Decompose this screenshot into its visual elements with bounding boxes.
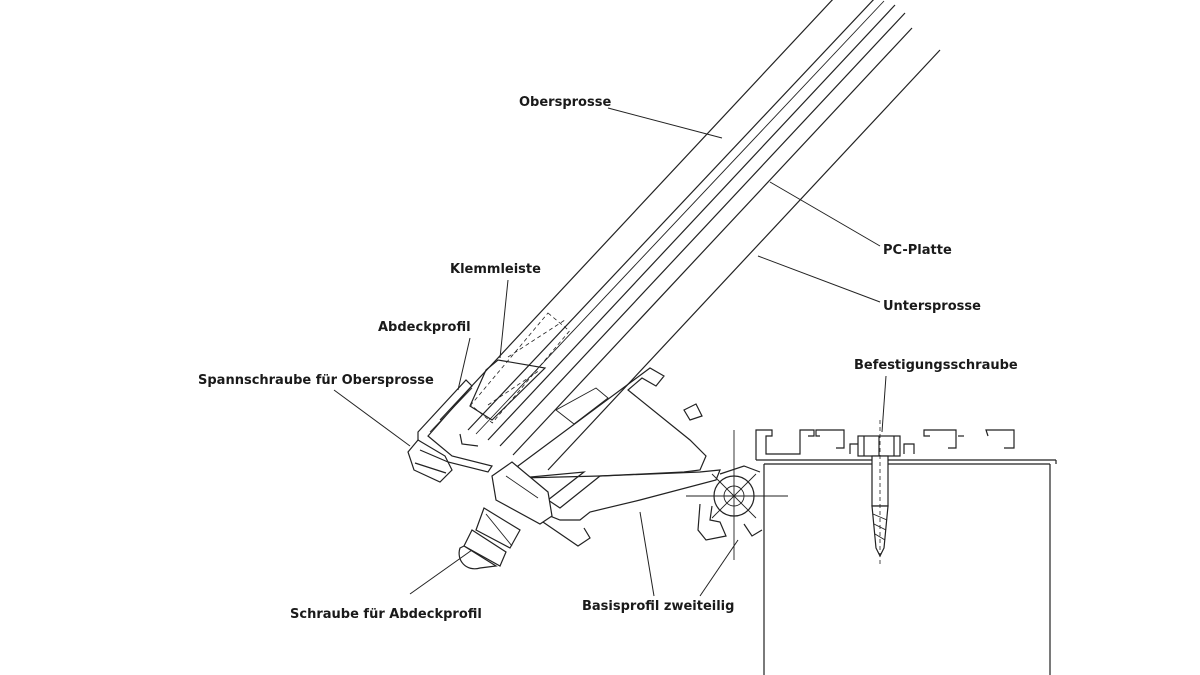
label-schraube-abdeckprofil: Schraube für Abdeckprofil xyxy=(290,607,482,622)
pc-platte-bars xyxy=(487,4,906,447)
befestigungsschraube-part xyxy=(857,420,901,564)
label-abdeckprofil: Abdeckprofil xyxy=(378,320,471,335)
labels: Obersprosse PC-Platte Untersprosse Befes… xyxy=(198,95,1018,622)
label-klemmleiste: Klemmleiste xyxy=(450,262,541,277)
obersprosse-bars xyxy=(439,0,885,435)
label-pc-platte: PC-Platte xyxy=(883,243,952,258)
untersprosse-bars xyxy=(512,27,941,471)
label-spannschraube: Spannschraube für Obersprosse xyxy=(198,373,434,388)
schraube-abdeckprofil-part xyxy=(458,507,521,570)
label-untersprosse: Untersprosse xyxy=(883,299,981,314)
basisprofil-part xyxy=(491,367,721,547)
hinge-joint xyxy=(686,430,788,560)
spannschraube-part xyxy=(407,439,453,483)
label-befestigungsschraube: Befestigungsschraube xyxy=(854,358,1018,373)
label-basisprofil: Basisprofil zweiteilig xyxy=(582,599,734,614)
leader-lines xyxy=(333,107,887,597)
label-obersprosse: Obersprosse xyxy=(519,95,611,110)
wall-box xyxy=(755,429,1057,675)
